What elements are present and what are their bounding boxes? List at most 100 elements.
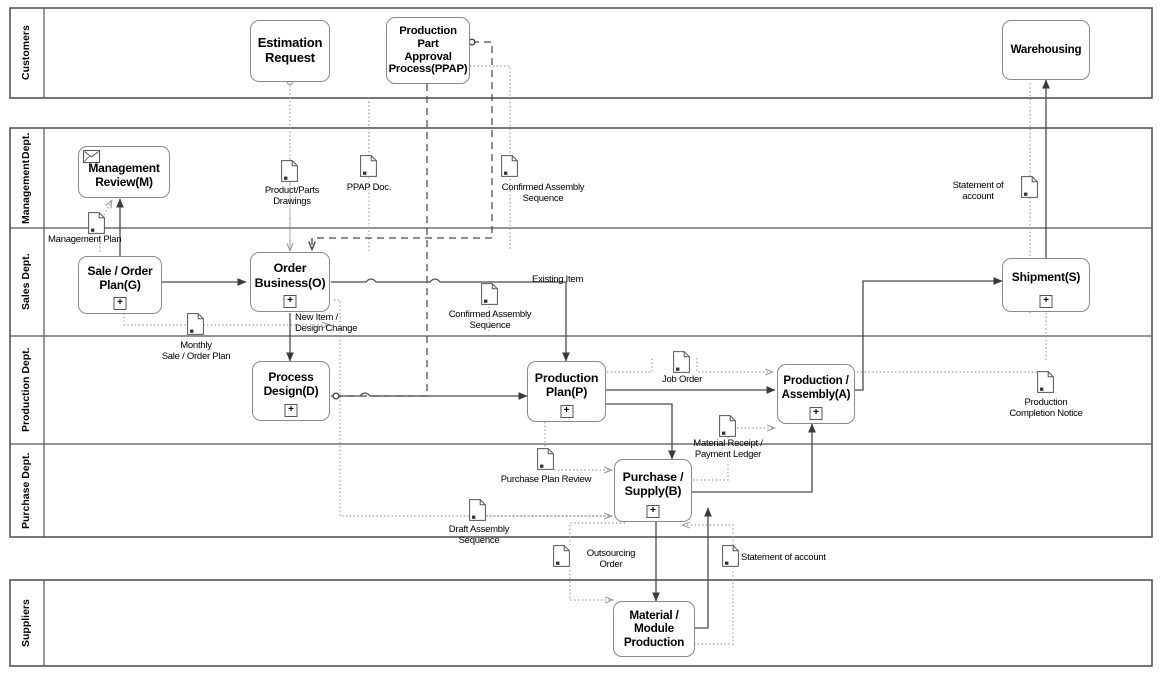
purchase-supply-line2: Supply(B) [624, 484, 682, 498]
task-estimation-request-label: Estimation Request [256, 35, 324, 65]
task-order-business[interactable]: Order Business(O) + [250, 252, 330, 312]
ppr-line1: Purchase Plan Review [500, 474, 592, 485]
dashed-association-flows [308, 38, 493, 400]
task-management-review[interactable]: Management Review(M) [78, 146, 170, 198]
doc-icon-statement-of-account-bot [722, 545, 739, 567]
subprocess-plus-marker[interactable]: + [646, 505, 660, 518]
task-production-assembly[interactable]: Production / Assembly(A) + [777, 364, 855, 424]
msg-statement-to-b [680, 521, 734, 545]
task-shipment[interactable]: Shipment(S) + [1002, 258, 1090, 312]
oo-line1: Outsourcing [586, 548, 636, 559]
lane-label-production-text: Production Dept. [20, 347, 33, 433]
doc-label-purchase-plan-review: Purchase Plan Review [481, 474, 611, 485]
task-management-review-label: Management Review(M) [86, 154, 161, 189]
task-purchase-supply[interactable]: Purchase / Supply(B) + [614, 459, 692, 522]
lane-label-management-line1: Management [20, 159, 33, 224]
sale-order-plan-line2: Plan(G) [99, 277, 141, 292]
subprocess-plus-marker[interactable]: + [284, 404, 298, 417]
production-assembly-line1: Production / [783, 374, 849, 388]
pool-label-customers-text: Customers [20, 25, 33, 81]
pool-label-suppliers-text: Suppliers [20, 599, 33, 647]
estimation-request-line1: Estimation [257, 35, 323, 51]
doc-label-ppap-doc: PPAP Doc. [326, 182, 412, 193]
task-production-plan[interactable]: Production Plan(P) + [527, 361, 606, 422]
task-material-module-production-label: Material / Module Production [622, 608, 686, 649]
flow-label-new-item-design-change: New Item / Design Change [295, 312, 395, 334]
task-production-assembly-label: Production / Assembly(A) [780, 374, 853, 400]
doc-label-product-parts-drawings: Product/Parts Drawings [238, 185, 346, 207]
msg-b-to-outsourcing [569, 522, 625, 545]
order-business-line2: Business(O) [254, 275, 326, 290]
soa-bot-line1: Statement of account [741, 552, 826, 563]
subprocess-plus-marker[interactable]: + [113, 297, 127, 310]
flow-a-to-shipment [855, 277, 1003, 391]
job-order-line1: Job Order [662, 374, 702, 385]
pcn-line2: Completion Notice [1009, 408, 1083, 420]
doc-icon-purchase-plan-review [537, 448, 554, 470]
cat-line1: Confirmed Assembly [501, 182, 585, 193]
ppd-line1: Product/Parts [264, 185, 320, 196]
lane-label-management: Management Dept. [10, 128, 44, 228]
cat-line2: Sequence [522, 193, 564, 205]
sequence-flows [116, 79, 1050, 629]
task-sale-order-plan[interactable]: Sale / Order Plan(G) + [78, 256, 162, 314]
subprocess-plus-marker[interactable]: + [283, 295, 297, 308]
flow-o-to-p-existing-item [331, 278, 570, 362]
flow-p-to-b [606, 403, 676, 460]
task-ppap[interactable]: Production Part Approval Process(PPAP) [386, 17, 470, 84]
doc-label-production-completion: Production Completion Notice [982, 397, 1110, 419]
subprocess-plus-marker[interactable]: + [809, 407, 823, 420]
production-plan-line2: Plan(P) [545, 385, 588, 399]
material-module-line2: Module [633, 621, 675, 636]
lane-label-sales: Sales Dept. [10, 228, 44, 336]
task-process-design-label: Process Design(D) [262, 370, 321, 398]
cam-line2: Sequence [469, 320, 511, 332]
task-warehousing-label: Warehousing [1010, 43, 1082, 57]
lane-label-management-line2: Dept. [20, 132, 33, 159]
production-plan-line1: Production [534, 370, 599, 385]
lane-label-management-text: Management Dept. [20, 132, 33, 224]
task-sale-order-plan-label: Sale / Order Plan(G) [86, 263, 155, 292]
estimation-request-line2: Request [265, 50, 315, 65]
msg-job-order-to-a [696, 358, 775, 376]
purchase-supply-line1: Purchase / [622, 469, 684, 484]
pool-label-customers: Customers [10, 8, 44, 98]
monthly-line2: Sale / Order Plan [161, 351, 231, 363]
task-purchase-supply-label: Purchase / Supply(B) [621, 470, 686, 498]
new-item-line1: New Item / [295, 312, 338, 323]
new-item-line2: Design Change [295, 323, 358, 335]
das-line2: Sequence [458, 535, 500, 547]
doc-label-outsourcing-order: Outsourcing Order [572, 548, 650, 570]
msg-ppap-to-confirmed-assembly [470, 65, 511, 160]
doc-icon-job-order [673, 351, 690, 373]
task-shipment-label: Shipment(S) [1011, 269, 1081, 284]
pool-label-suppliers: Suppliers [10, 580, 44, 666]
dash-ppap-to-process-design [332, 84, 428, 400]
doc-icon-statement-of-account-top [1021, 176, 1038, 198]
task-process-design[interactable]: Process Design(D) + [252, 361, 330, 421]
doc-label-monthly-sale-order-plan: Monthly Sale / Order Plan [134, 340, 258, 362]
task-estimation-request[interactable]: Estimation Request [250, 20, 330, 82]
subprocess-plus-marker[interactable]: + [560, 405, 573, 418]
doc-label-statement-of-account-bot: Statement of account [741, 552, 871, 563]
doc-icon-production-completion [1037, 371, 1054, 393]
subprocess-plus-marker[interactable]: + [1039, 295, 1053, 308]
doc-label-draft-assembly-sequence: Draft Assembly Sequence [424, 524, 534, 546]
task-material-module-production[interactable]: Material / Module Production [613, 601, 695, 657]
task-production-plan-label: Production Plan(P) [533, 371, 600, 399]
oo-line2: Order [599, 559, 623, 571]
pool-customers [9, 7, 1153, 99]
mgmt-plan-line1: Management Plan [48, 234, 122, 245]
soa-top-line1: Statement of [952, 180, 1004, 191]
doc-label-material-receipt-ledger: Material Receipt / Payment Ledger [672, 438, 784, 460]
monthly-line1: Monthly [180, 340, 212, 351]
sale-order-plan-line1: Sale / Order [87, 263, 153, 278]
doc-icon-confirmed-assembly-top [501, 155, 518, 177]
process-design-line2: Design(D) [263, 383, 319, 398]
msg-p-to-job-order [607, 358, 653, 373]
task-warehousing[interactable]: Warehousing [1002, 20, 1090, 80]
doc-label-confirmed-assembly-top: Confirmed Assembly Sequence [477, 182, 609, 204]
mr-line1: Material Receipt / [693, 438, 763, 449]
doc-icon-product-parts-drawings [281, 160, 298, 182]
mgmt-review-line1: Management [88, 161, 160, 176]
